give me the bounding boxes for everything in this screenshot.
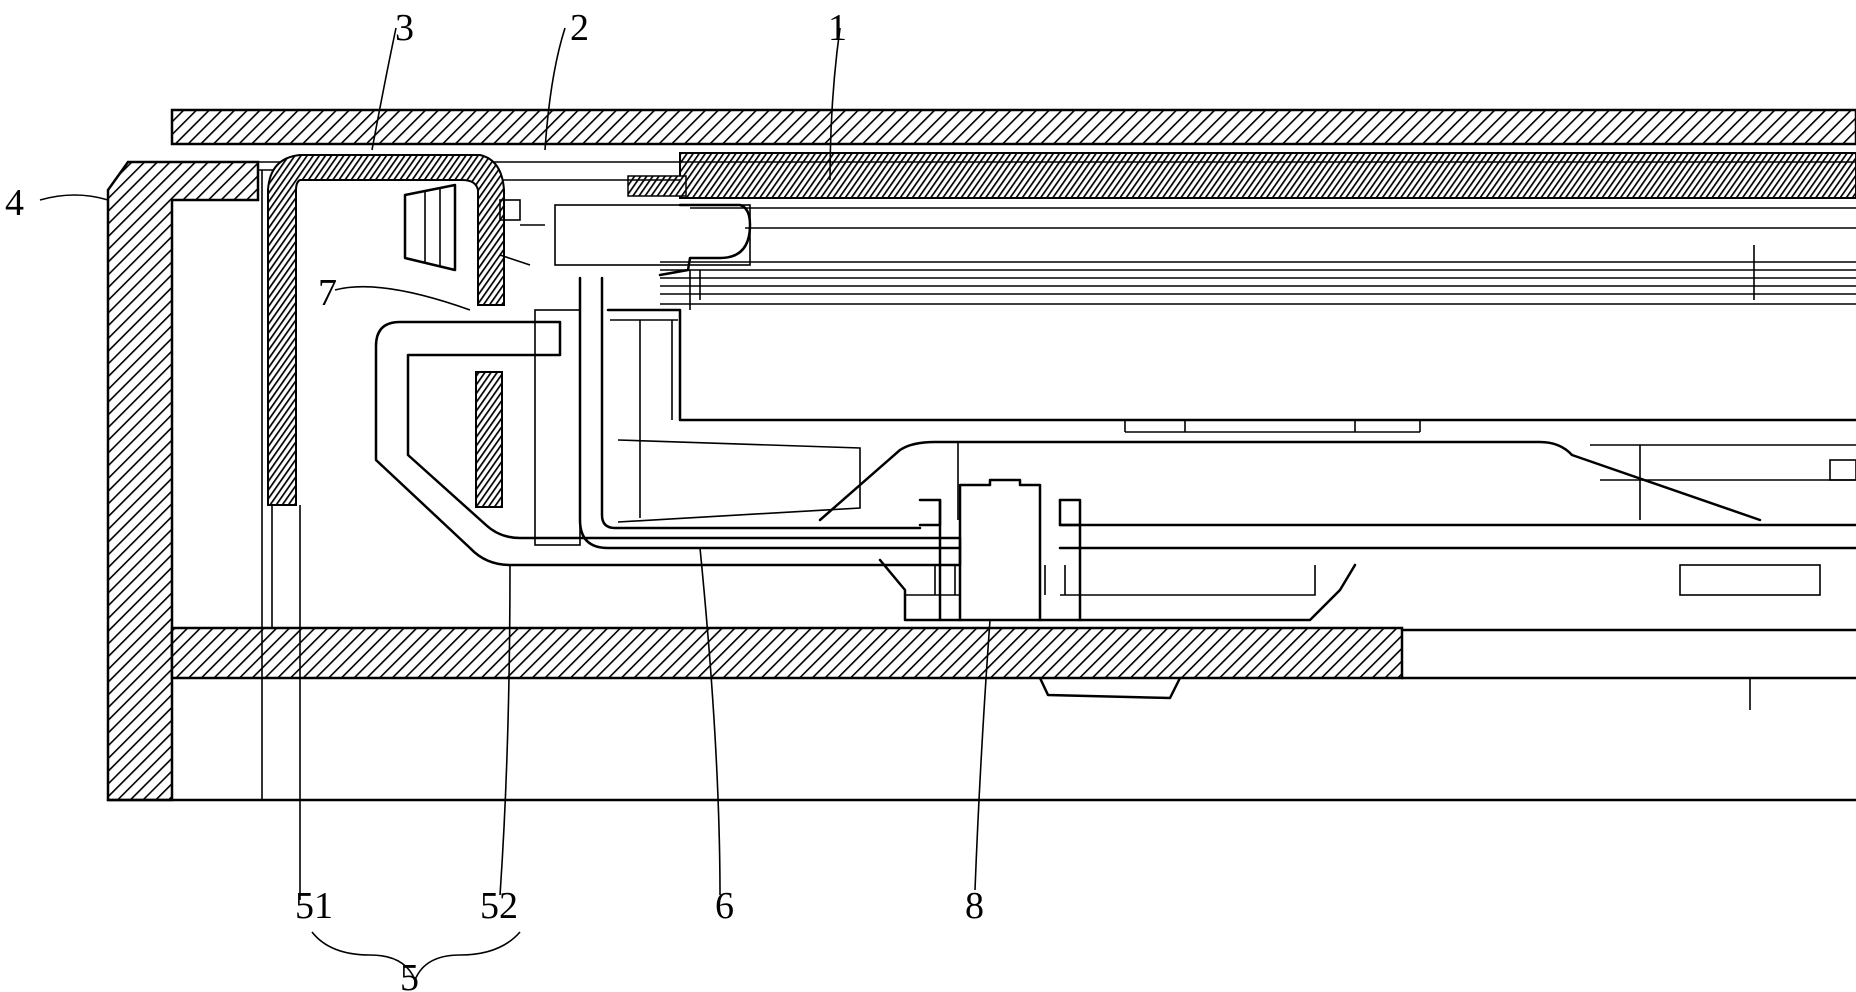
label-4: 4 <box>5 182 24 224</box>
bottom-bump <box>1038 676 1182 700</box>
label-1: 1 <box>828 7 847 49</box>
upper-rail <box>658 203 752 277</box>
post-8 <box>958 478 1042 622</box>
label-51: 51 <box>295 885 333 927</box>
bottom-plate <box>170 626 1404 680</box>
label-6: 6 <box>715 885 734 927</box>
label-2: 2 <box>570 7 589 49</box>
upper-layer <box>679 152 1856 199</box>
lower-box <box>878 558 1357 622</box>
module-block <box>606 308 1856 422</box>
part-7-block <box>403 183 545 272</box>
stacked-lines <box>660 245 1856 305</box>
label-5: 5 <box>400 957 419 992</box>
leader-lines <box>39 27 991 983</box>
label-52: 52 <box>480 885 518 927</box>
sheet-51 <box>267 154 505 506</box>
frame-6 <box>578 276 962 550</box>
label-7: 7 <box>318 272 337 314</box>
right-pad <box>1679 564 1821 596</box>
label-3: 3 <box>395 7 414 49</box>
cover-plate <box>170 108 1856 146</box>
outer-frame <box>106 160 260 802</box>
sheet-lower-strip <box>475 371 503 508</box>
tray <box>818 440 1762 522</box>
label-8: 8 <box>965 885 984 927</box>
upper-layer-tip <box>627 175 687 197</box>
bracket-52 <box>374 320 962 567</box>
